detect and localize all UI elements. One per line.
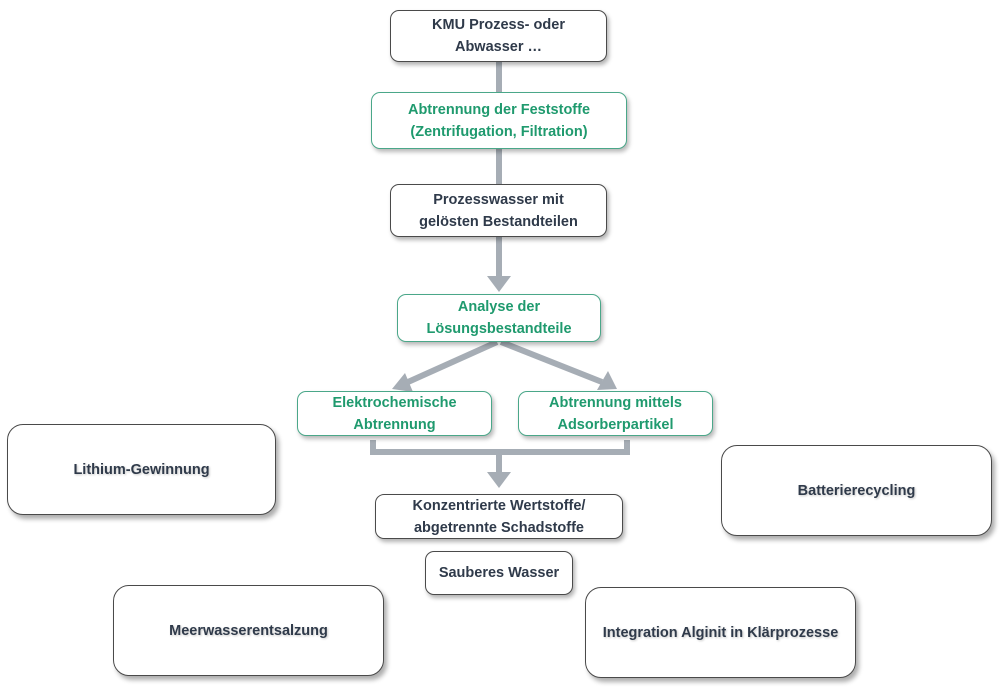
arrowhead-to-electrochemical bbox=[392, 373, 413, 392]
source-water-box: KMU Prozess- oder Abwasser … bbox=[390, 10, 607, 62]
electrochemical-separation-box: Elektrochemische Abtrennung bbox=[297, 391, 492, 436]
desalination-box: Meerwasserentsalzung bbox=[113, 585, 384, 676]
battery-recycling-box: Batterierecycling bbox=[721, 445, 992, 536]
clean-water-box: Sauberes Wasser bbox=[425, 551, 573, 595]
connector-analysis-to-adsorber bbox=[499, 339, 604, 385]
analysis-box: Analyse der Lösungsbestandteile bbox=[397, 294, 601, 342]
lithium-extraction-box: Lithium-Gewinnung bbox=[7, 424, 276, 515]
adsorber-separation-box: Abtrennung mittels Adsorberpartikel bbox=[518, 391, 713, 436]
alginit-integration-box: Integration Alginit in Klärprozesse bbox=[585, 587, 856, 678]
process-water-box: Prozesswasser mit gelösten Bestandteilen bbox=[390, 184, 607, 237]
connector-analysis-to-electrochemical bbox=[406, 339, 499, 385]
solids-separation-box: Abtrennung der Feststoffe (Zentrifugatio… bbox=[371, 92, 627, 149]
concentrated-substances-box: Konzentrierte Wertstoffe/ abgetrennte Sc… bbox=[375, 494, 623, 539]
arrowhead-to-analysis bbox=[487, 276, 511, 292]
arrowhead-to-adsorber bbox=[597, 371, 617, 390]
connector-merge-bracket bbox=[370, 440, 630, 455]
arrowhead-to-concentrated bbox=[487, 472, 511, 488]
